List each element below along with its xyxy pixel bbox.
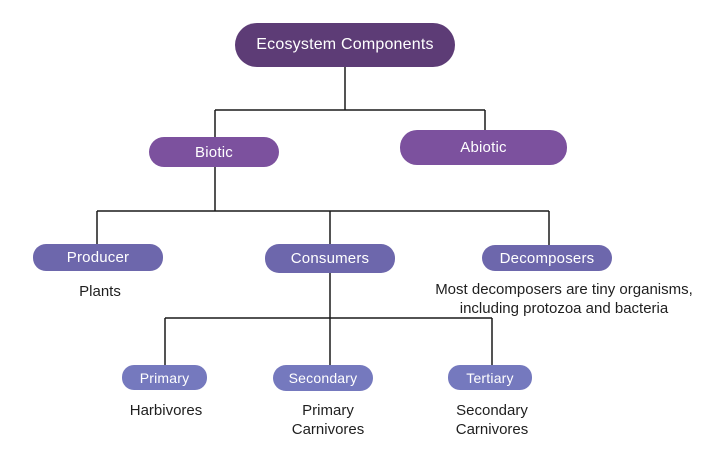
node-producer: Producer [33, 244, 163, 271]
annotation-producer-plants: Plants [79, 283, 121, 300]
node-primary: Primary [122, 365, 207, 390]
node-tertiary: Tertiary [448, 365, 532, 390]
node-biotic: Biotic [149, 137, 279, 167]
node-consumers: Consumers [265, 244, 395, 273]
node-abiotic: Abiotic [400, 130, 567, 165]
annotation-primary-harbivores: Harbivores [129, 402, 203, 419]
node-decomposers: Decomposers [482, 245, 612, 271]
annotation-decomposers-note: Most decomposers are tiny organisms, inc… [435, 281, 693, 317]
annotation-secondary-primary-carnivores: Primary Carnivores [291, 402, 365, 438]
annotation-tertiary-secondary-carnivores: Secondary Carnivores [455, 402, 529, 438]
node-ecosystem-components: Ecosystem Components [235, 23, 455, 67]
node-secondary: Secondary [273, 365, 373, 391]
